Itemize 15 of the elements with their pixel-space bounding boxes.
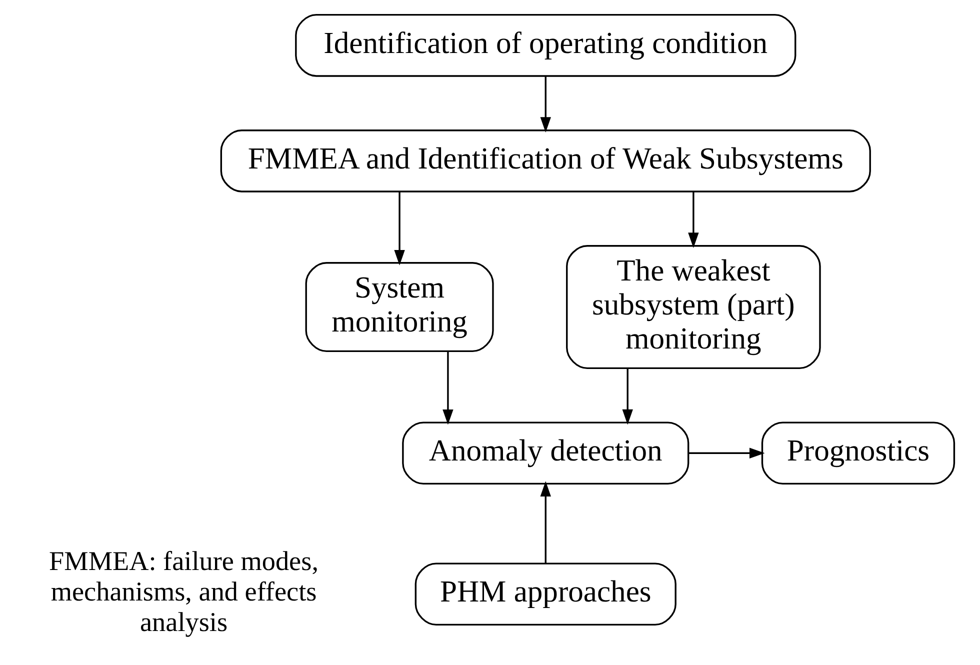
- node-box: Identification of operating condition: [295, 14, 796, 77]
- arrow: [688, 192, 699, 248]
- node-box: Prognostics: [761, 422, 956, 485]
- node-box: The weakest subsystem (part) monitoring: [566, 245, 821, 370]
- node-box: System monitoring: [305, 262, 494, 352]
- arrow: [540, 481, 551, 564]
- arrow: [394, 192, 405, 266]
- arrow: [540, 76, 551, 132]
- arrow: [688, 448, 765, 458]
- node-box: FMMEA and Identification of Weak Subsystems: [220, 130, 871, 192]
- arrow: [442, 352, 454, 425]
- arrow: [622, 368, 633, 425]
- label: FMMEA: failure modes, mechanisms, and effects analysis: [49, 546, 319, 638]
- node-box: PHM approaches: [414, 562, 676, 626]
- node-box: Anomaly detection: [402, 422, 690, 485]
